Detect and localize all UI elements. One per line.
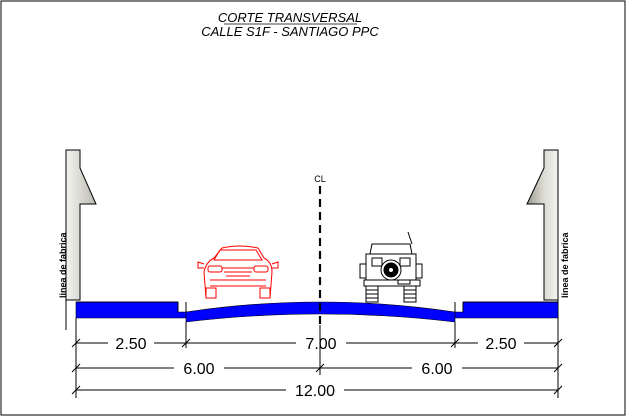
left-property-line-label: linea de fabrica xyxy=(58,231,68,298)
dim-right-sidewalk: 2.50 xyxy=(485,336,516,353)
pavement-structure xyxy=(75,301,559,323)
dim-right-half: 6.00 xyxy=(421,361,452,378)
dim-left-sidewalk: 2.50 xyxy=(115,336,146,353)
dimension-lines xyxy=(71,318,563,398)
right-sidewalk xyxy=(454,301,559,319)
sedan-front-view-icon xyxy=(197,245,279,299)
dim-roadway: 7.00 xyxy=(305,336,336,353)
left-sidewalk xyxy=(75,301,187,319)
title-line-1: CORTE TRANSVERSAL xyxy=(218,10,362,25)
centerline-label: CL xyxy=(314,174,326,184)
left-property-wall xyxy=(65,149,97,330)
title-line-2: CALLE S1F - SANTIAGO PPC xyxy=(201,24,379,39)
dim-total: 12.00 xyxy=(295,383,335,400)
jeep-rear-view-icon xyxy=(359,231,423,303)
dim-left-half: 6.00 xyxy=(183,361,214,378)
right-property-line-label: linea de fabrica xyxy=(560,231,570,298)
